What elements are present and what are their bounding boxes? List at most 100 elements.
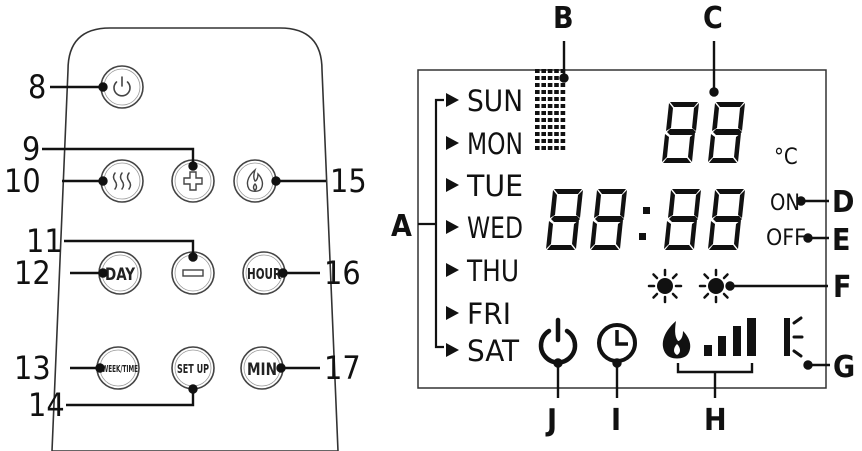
dot-matrix-cell	[541, 83, 546, 87]
dot-matrix-cell	[547, 139, 553, 143]
dot-matrix-cell	[560, 111, 566, 115]
dot-matrix-cell	[547, 132, 553, 136]
minus-icon	[182, 269, 204, 277]
callout-f: F	[833, 270, 851, 305]
callout-12: 12	[14, 254, 51, 292]
callout-c: C	[703, 1, 723, 36]
dot-matrix-cell	[541, 132, 546, 136]
remote-callout-lines	[42, 82, 326, 407]
remote-callout-numbers: 8 9 10 11 12 13 14 15 16 17	[4, 68, 367, 424]
dot-matrix-cell	[554, 118, 559, 122]
minus-button[interactable]	[171, 251, 215, 295]
celsius-unit: °C	[774, 145, 798, 170]
remote-control: DAY HOUR WEEK/TIME SET UP MIN	[4, 27, 367, 451]
dot-matrix-cell	[535, 69, 540, 73]
dot-matrix-cell	[547, 118, 553, 122]
dot-matrix-cell	[535, 146, 540, 150]
dot-matrix-cell	[547, 111, 553, 115]
dot-matrix-cell	[541, 97, 546, 101]
dot-matrix-cell	[541, 125, 546, 129]
dot-matrix-cell	[535, 132, 540, 136]
set-up-button-label: SET UP	[177, 362, 209, 376]
plus-icon	[183, 171, 203, 191]
dot-matrix-cell	[535, 111, 540, 115]
dot-matrix-cell	[547, 125, 553, 129]
flame-level-icon	[662, 321, 691, 359]
dot-matrix-cell	[554, 139, 559, 143]
day-label: TUE	[466, 169, 523, 203]
day-label: FRI	[467, 297, 511, 331]
dot-matrix-cell	[547, 83, 553, 87]
heat-mode-button[interactable]	[100, 159, 144, 203]
dot-matrix-cell	[541, 111, 546, 115]
dot-matrix-cell	[535, 90, 540, 94]
dot-matrix-cell	[535, 139, 540, 143]
hour-button-label: HOUR	[247, 265, 281, 283]
dot-matrix-cell	[560, 104, 566, 108]
day-label: THU	[466, 254, 519, 288]
callout-e: E	[832, 223, 850, 258]
clock-digits	[546, 189, 745, 250]
on-indicator: ON	[770, 191, 800, 216]
dot-matrix-cell	[554, 111, 559, 115]
dot-matrix-cell	[547, 69, 553, 73]
callout-g: G	[833, 350, 855, 385]
callout-a: A	[391, 209, 412, 244]
dot-matrix-cell	[541, 146, 546, 150]
callout-16: 16	[324, 254, 361, 292]
callout-d: D	[832, 185, 854, 220]
dot-matrix-cell	[541, 118, 546, 122]
dot-matrix-cell	[554, 97, 559, 101]
eco-lamp-icon	[784, 316, 804, 358]
day-label: MON	[467, 127, 523, 161]
dot-matrix-cell	[535, 125, 540, 129]
callout-11: 11	[26, 222, 63, 260]
dot-matrix-cell	[554, 83, 559, 87]
day-label: WED	[467, 211, 523, 245]
dot-matrix-cell	[535, 83, 540, 87]
dot-matrix-cell	[560, 125, 566, 129]
callout-h: H	[704, 403, 727, 438]
callout-17: 17	[324, 349, 361, 387]
dot-matrix-cell	[560, 97, 566, 101]
dot-matrix-cell	[535, 118, 540, 122]
min-button[interactable]: MIN	[240, 346, 284, 390]
dot-matrix-cell	[541, 69, 546, 73]
day-bracket	[418, 98, 444, 349]
signal-bars-icon	[704, 318, 756, 356]
dot-matrix-cell	[554, 132, 559, 136]
week-time-button-label: WEEK/TIME	[102, 364, 138, 375]
hour-button[interactable]: HOUR	[242, 251, 286, 295]
flame-button[interactable]	[233, 159, 277, 203]
day-arrows	[446, 93, 459, 357]
callout-13: 13	[14, 349, 51, 387]
dot-matrix-cell	[541, 90, 546, 94]
power-icon	[113, 76, 131, 97]
day-label: SAT	[467, 334, 520, 368]
set-up-button[interactable]: SET UP	[171, 346, 215, 390]
min-button-label: MIN	[247, 360, 277, 380]
day-button[interactable]: DAY	[98, 251, 142, 295]
dot-matrix-cell	[560, 118, 566, 122]
off-indicator: OFF	[766, 226, 806, 251]
dot-matrix-cell	[547, 104, 553, 108]
day-button-label: DAY	[105, 265, 136, 285]
dot-matrix-cell	[560, 83, 566, 87]
day-label: SUN	[467, 84, 523, 118]
dot-matrix-cell	[560, 146, 566, 150]
callout-b: B	[553, 1, 574, 36]
callout-j: J	[545, 403, 557, 438]
remote-body	[51, 27, 339, 451]
callout-i: I	[611, 403, 621, 438]
dot-matrix-cell	[535, 97, 540, 101]
dot-matrix-cell	[560, 90, 566, 94]
dot-matrix-cell	[554, 104, 559, 108]
sun-icon	[647, 268, 683, 304]
dot-matrix-cell	[547, 90, 553, 94]
display-callout-lines	[553, 41, 830, 398]
dot-matrix-cell	[554, 146, 559, 150]
dot-matrix-cell	[554, 69, 559, 73]
dot-matrix-cell	[554, 125, 559, 129]
dot-matrix-cell	[535, 104, 540, 108]
